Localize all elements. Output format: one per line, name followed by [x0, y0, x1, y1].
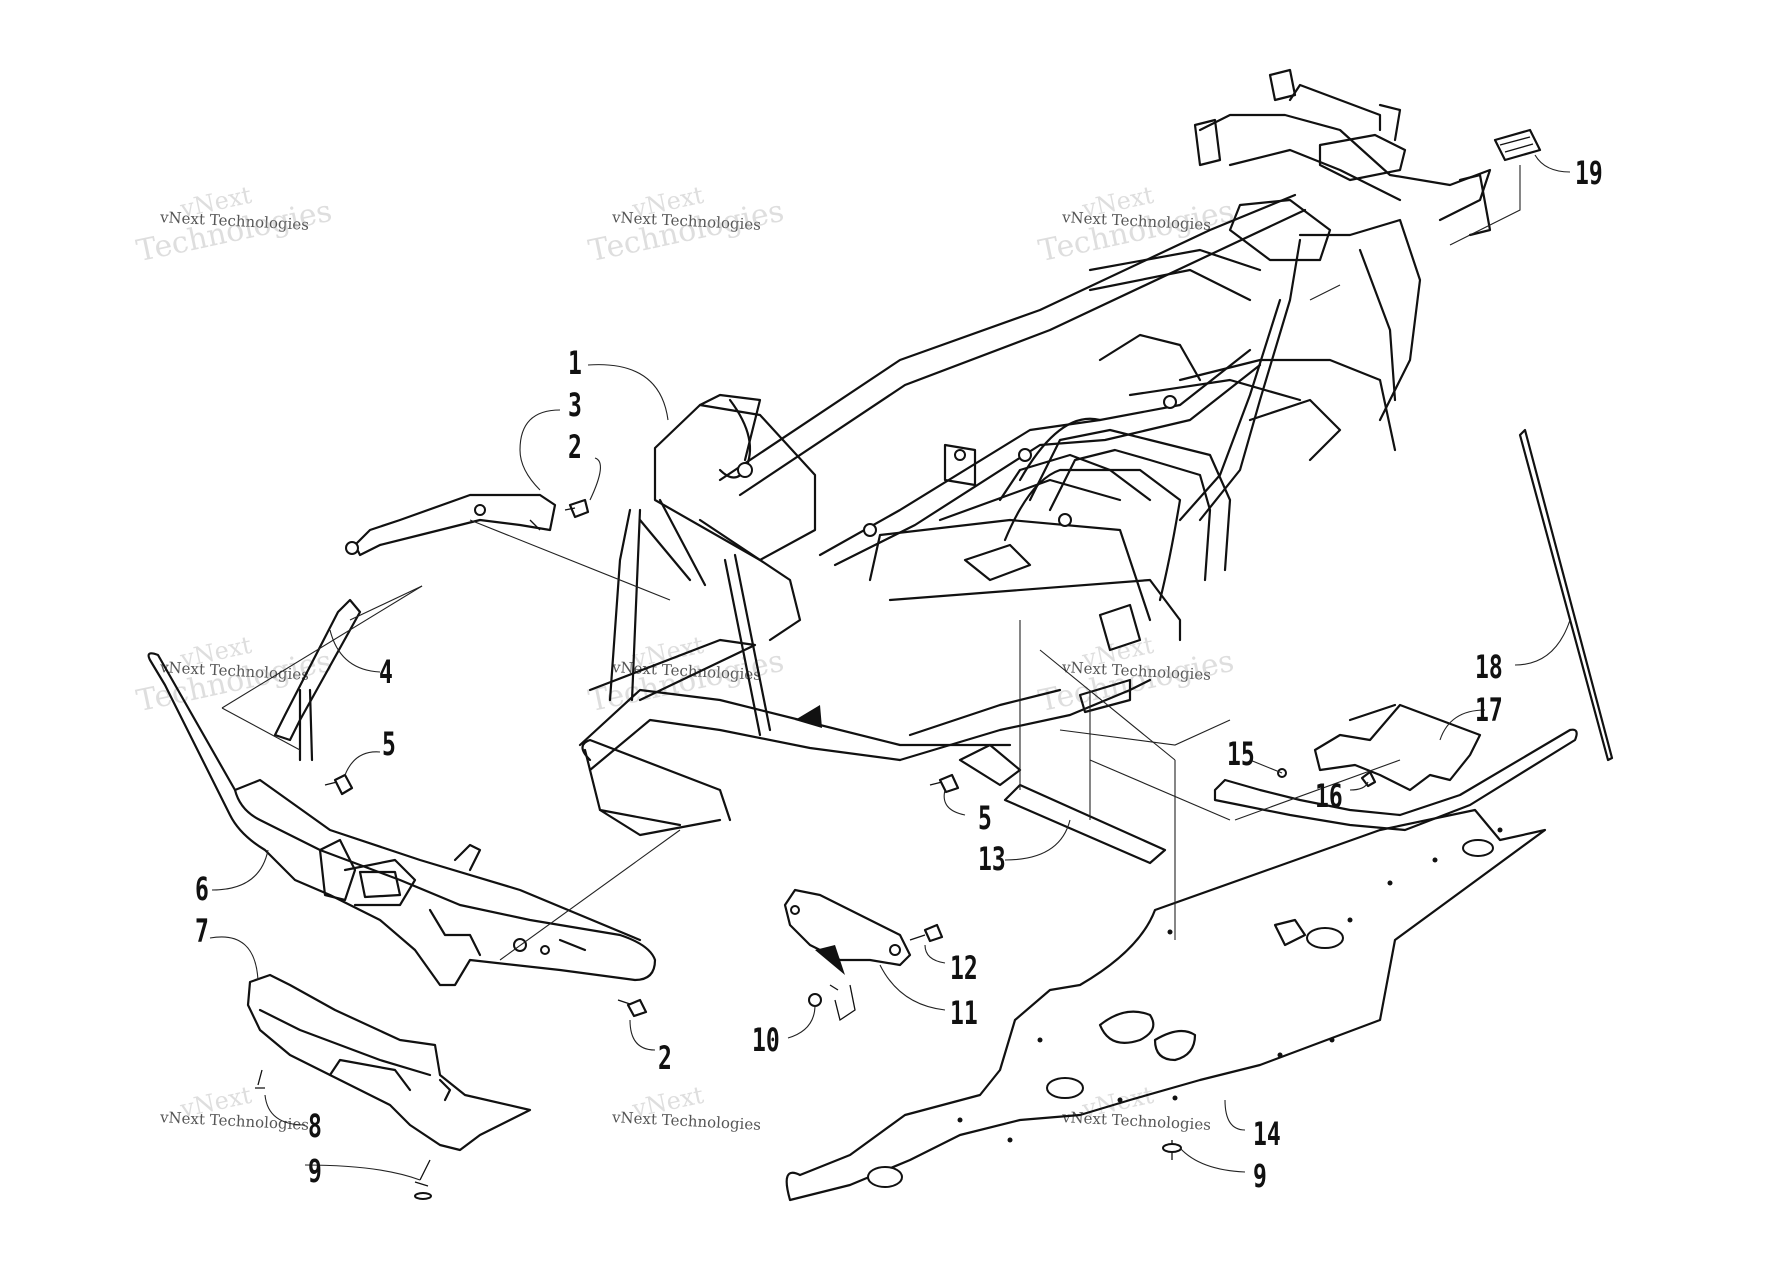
callout-label-18: 18 — [1475, 648, 1503, 686]
callout-label-7: 7 — [195, 912, 209, 950]
bolt-5-center — [929, 773, 960, 794]
callout-label-10: 10 — [752, 1021, 780, 1059]
callout-label-6: 6 — [195, 870, 209, 908]
callout-label-13: 13 — [978, 840, 1006, 878]
callout-label-17: 17 — [1475, 691, 1503, 729]
bolt-5-left — [324, 773, 354, 796]
callout-label-5: 5 — [382, 725, 396, 763]
callout-label-4: 4 — [379, 653, 393, 691]
callout-label-2: 2 — [658, 1039, 672, 1077]
callout-label-12: 12 — [950, 949, 978, 987]
bolt-12 — [909, 923, 944, 943]
callout-label-9: 9 — [1253, 1157, 1267, 1195]
callout-leaders — [209, 154, 1571, 1181]
skid-plate — [785, 808, 1547, 1202]
callout-label-16: 16 — [1315, 777, 1343, 815]
front-bracket — [345, 493, 557, 557]
decal-13 — [1003, 783, 1167, 865]
mounting-plate — [783, 888, 912, 1022]
callout-label-3: 3 — [568, 386, 582, 424]
rear-bracket — [1313, 703, 1482, 792]
front-skid-guard — [246, 973, 532, 1152]
callout-label-9: 9 — [308, 1152, 322, 1190]
front-bumper — [147, 652, 657, 987]
bolt-2-upper — [564, 498, 590, 519]
decal-19 — [1493, 128, 1542, 162]
callout-label-1: 1 — [568, 344, 582, 382]
callout-label-8: 8 — [308, 1107, 322, 1145]
rivet-9-right — [1162, 1140, 1182, 1160]
nut-10 — [808, 993, 822, 1007]
screw-8 — [255, 1069, 265, 1089]
rivet-9-left — [414, 1159, 432, 1200]
main-frame — [578, 68, 1492, 837]
bolt-2-lower — [617, 998, 648, 1018]
callout-label-15: 15 — [1227, 735, 1255, 773]
callout-label-5: 5 — [978, 799, 992, 837]
rear-tube — [1213, 728, 1578, 832]
callout-label-11: 11 — [950, 994, 978, 1032]
callout-label-19: 19 — [1575, 154, 1603, 192]
callout-label-14: 14 — [1253, 1115, 1281, 1153]
fastener-16 — [1360, 770, 1377, 788]
bumper-brace — [273, 598, 362, 762]
assembly-lines — [221, 165, 1521, 961]
callout-label-2: 2 — [568, 428, 582, 466]
support-rod — [1518, 428, 1614, 762]
